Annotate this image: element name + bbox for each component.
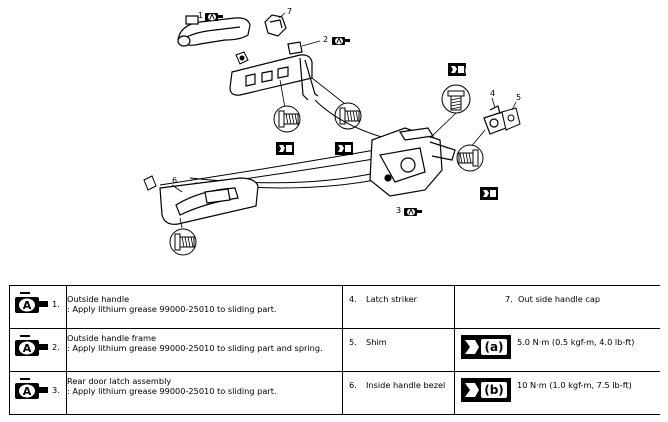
torque-wrench-icon: (a) [461,335,511,359]
item-description: Outside handle : Apply lithium grease 99… [66,285,343,329]
clip-part [143,175,157,191]
item-description: Inside handle bezel [356,371,455,415]
item-description: Shim [356,328,455,372]
parts-legend-table: A 1. Outside handle : Apply lithium grea… [9,285,660,415]
torque-spec-cell: (b) 10 N·m (1.0 kgf-m, 7.5 lb-ft) [454,371,660,415]
grease-gun-icon: A [15,378,48,399]
outside-handle-part [177,15,251,47]
item-number: 3. [52,385,60,395]
door-handle-assembly-diagram: 1 7 2 3 [143,7,521,256]
grease-gun-icon: A [15,335,48,356]
torque-spec-text: 5.0 N·m (0.5 kgf-m, 4.0 lb-ft) [517,337,635,347]
latch-striker-part [483,105,507,135]
callout-2: 2 [323,35,328,44]
svg-text:A: A [23,385,32,398]
inside-handle-bezel-part [159,177,259,225]
item-number-cell: 6. [342,371,357,415]
clip-part [235,51,249,65]
callout-6: 6 [172,176,177,185]
torque-spec-cell: (a) 5.0 N·m (0.5 kgf-m, 4.0 lb-ft) [454,328,660,372]
callout-4: 4 [490,89,495,98]
torque-b-badge [276,142,294,155]
grease-gun-icon: A [15,292,48,313]
grease-icon [403,207,423,217]
callout-3: 3 [396,206,401,215]
grease-icon [331,36,351,46]
item-number-cell: 5. [342,328,357,372]
svg-text:(a): (a) [484,340,503,354]
grease-icon-cell: A 1. [9,285,67,329]
grease-icon-cell: A 3. [9,371,67,415]
svg-text:(b): (b) [484,383,504,397]
outside-handle-cap-part [264,14,287,37]
svg-text:A: A [23,299,32,312]
outside-handle-frame-part [229,41,319,101]
torque-b-badge [335,142,353,155]
torque-b-badge [480,187,498,200]
item-number: 1. [52,299,60,309]
legend-row: A 3. Rear door latch assembly : Apply li… [9,371,660,415]
callout-1: 1 [198,11,203,20]
legend-row: A 2. Outside handle frame : Apply lithiu… [9,328,660,372]
item-description: Rear door latch assembly : Apply lithium… [66,371,343,415]
item-description: 7. Out side handle cap [454,285,660,329]
rear-door-latch-assembly-part [369,127,456,197]
torque-spec-text: 10 N·m (1.0 kgf-m, 7.5 lb-ft) [517,380,632,390]
grease-icon-cell: A 2. [9,328,67,372]
torque-wrench-icon: (b) [461,378,511,402]
svg-text:A: A [23,342,32,355]
item-description: Outside handle frame : Apply lithium gre… [66,328,343,372]
item-number: 2. [52,342,60,352]
legend-row: A 1. Outside handle : Apply lithium grea… [9,285,660,329]
callout-7: 7 [287,7,292,16]
item-number-cell: 4. [342,285,357,329]
shim-part [501,107,521,131]
torque-a-mark: (a) [458,68,466,75]
item-description: Latch striker [356,285,455,329]
callout-5: 5 [516,93,521,102]
